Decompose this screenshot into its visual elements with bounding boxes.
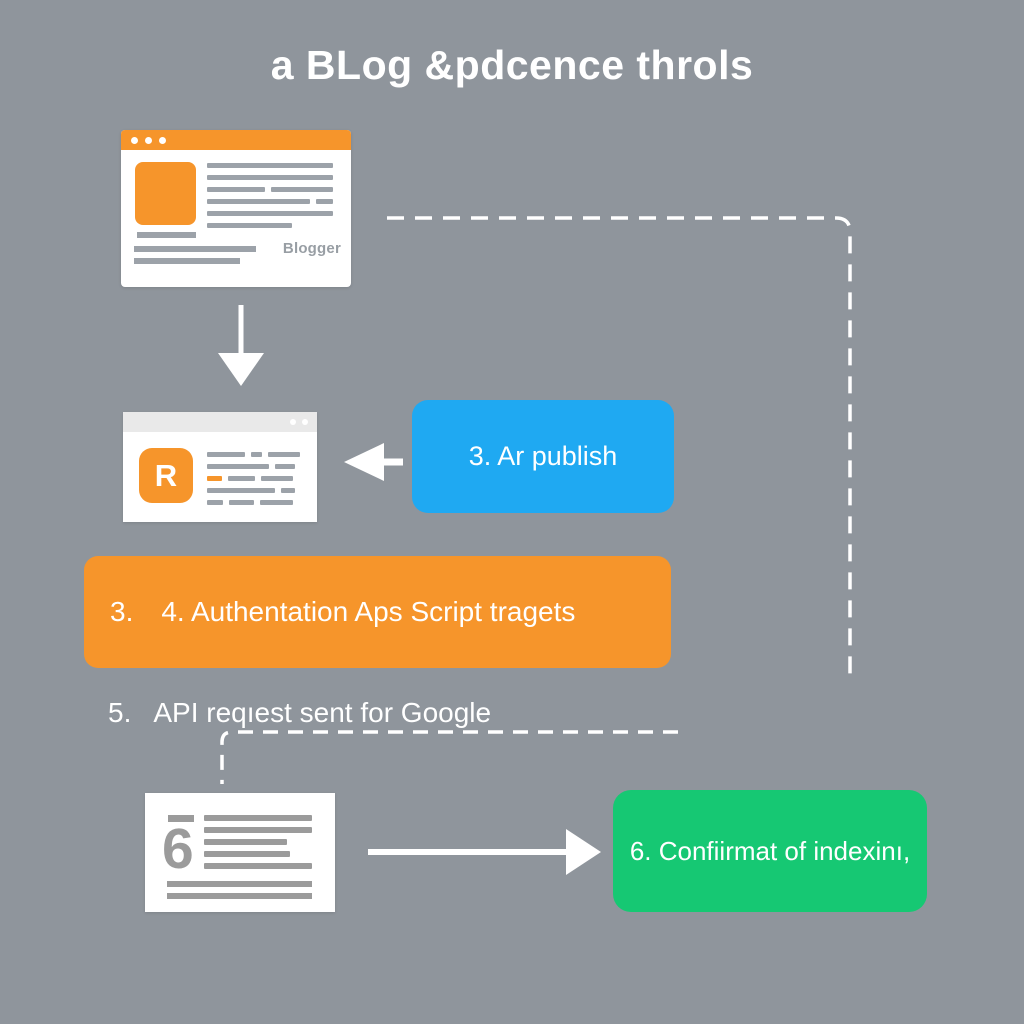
text-line-placeholder [137, 232, 196, 238]
window-dot-icon [131, 136, 138, 144]
step-number-prefix: 5. [108, 697, 132, 728]
step-api-request: 5. API reqıest sent for Google [108, 697, 491, 729]
text-lines-placeholder [207, 452, 303, 512]
arrow-right-icon [368, 829, 601, 875]
text-lines-placeholder [207, 163, 333, 235]
step-box-authentication-label: 4. Authentation Aps Script tragets [161, 596, 576, 627]
window-dot-icon [159, 136, 166, 144]
step-api-request-label: API reqıest sent for Google [153, 697, 492, 728]
window-dot-icon [145, 136, 152, 144]
window-dot-icon [290, 419, 296, 425]
text-line-placeholder [168, 815, 194, 822]
dashed-connector-api-to-doc [220, 730, 678, 784]
text-line-placeholder [167, 893, 312, 899]
step-box-indexing: 6. Confiirmat of indexinı, [613, 790, 927, 912]
text-line-placeholder [134, 246, 256, 252]
step-box-publish: 3. Ar publish [412, 400, 674, 513]
document-mockup: 6 [145, 793, 335, 912]
step-box-authentication: 3. 4. Authentation Aps Script tragets [84, 556, 671, 668]
text-line-placeholder [134, 258, 240, 264]
browser-titlebar [121, 130, 351, 150]
step-box-indexing-label: 6. Confiirmat of indexinı, [629, 835, 911, 866]
browser-titlebar [123, 412, 317, 432]
text-lines-placeholder [204, 815, 312, 875]
document-number: 6 [162, 817, 194, 881]
post-image-placeholder [135, 162, 196, 225]
window-dot-icon [302, 419, 308, 425]
app-browser-window: R [123, 412, 317, 522]
blogger-browser-window: Blogger [121, 130, 351, 287]
arrow-down-icon [218, 305, 264, 386]
text-line-placeholder [167, 881, 312, 887]
r-logo-icon: R [139, 448, 193, 503]
step-number-prefix: 3. [110, 596, 134, 627]
arrow-left-icon [344, 443, 403, 481]
blogger-brand-label: Blogger [282, 240, 341, 257]
step-box-publish-label: 3. Ar publish [468, 441, 618, 471]
diagram-title: a BLog &pdcence throls [270, 42, 754, 88]
